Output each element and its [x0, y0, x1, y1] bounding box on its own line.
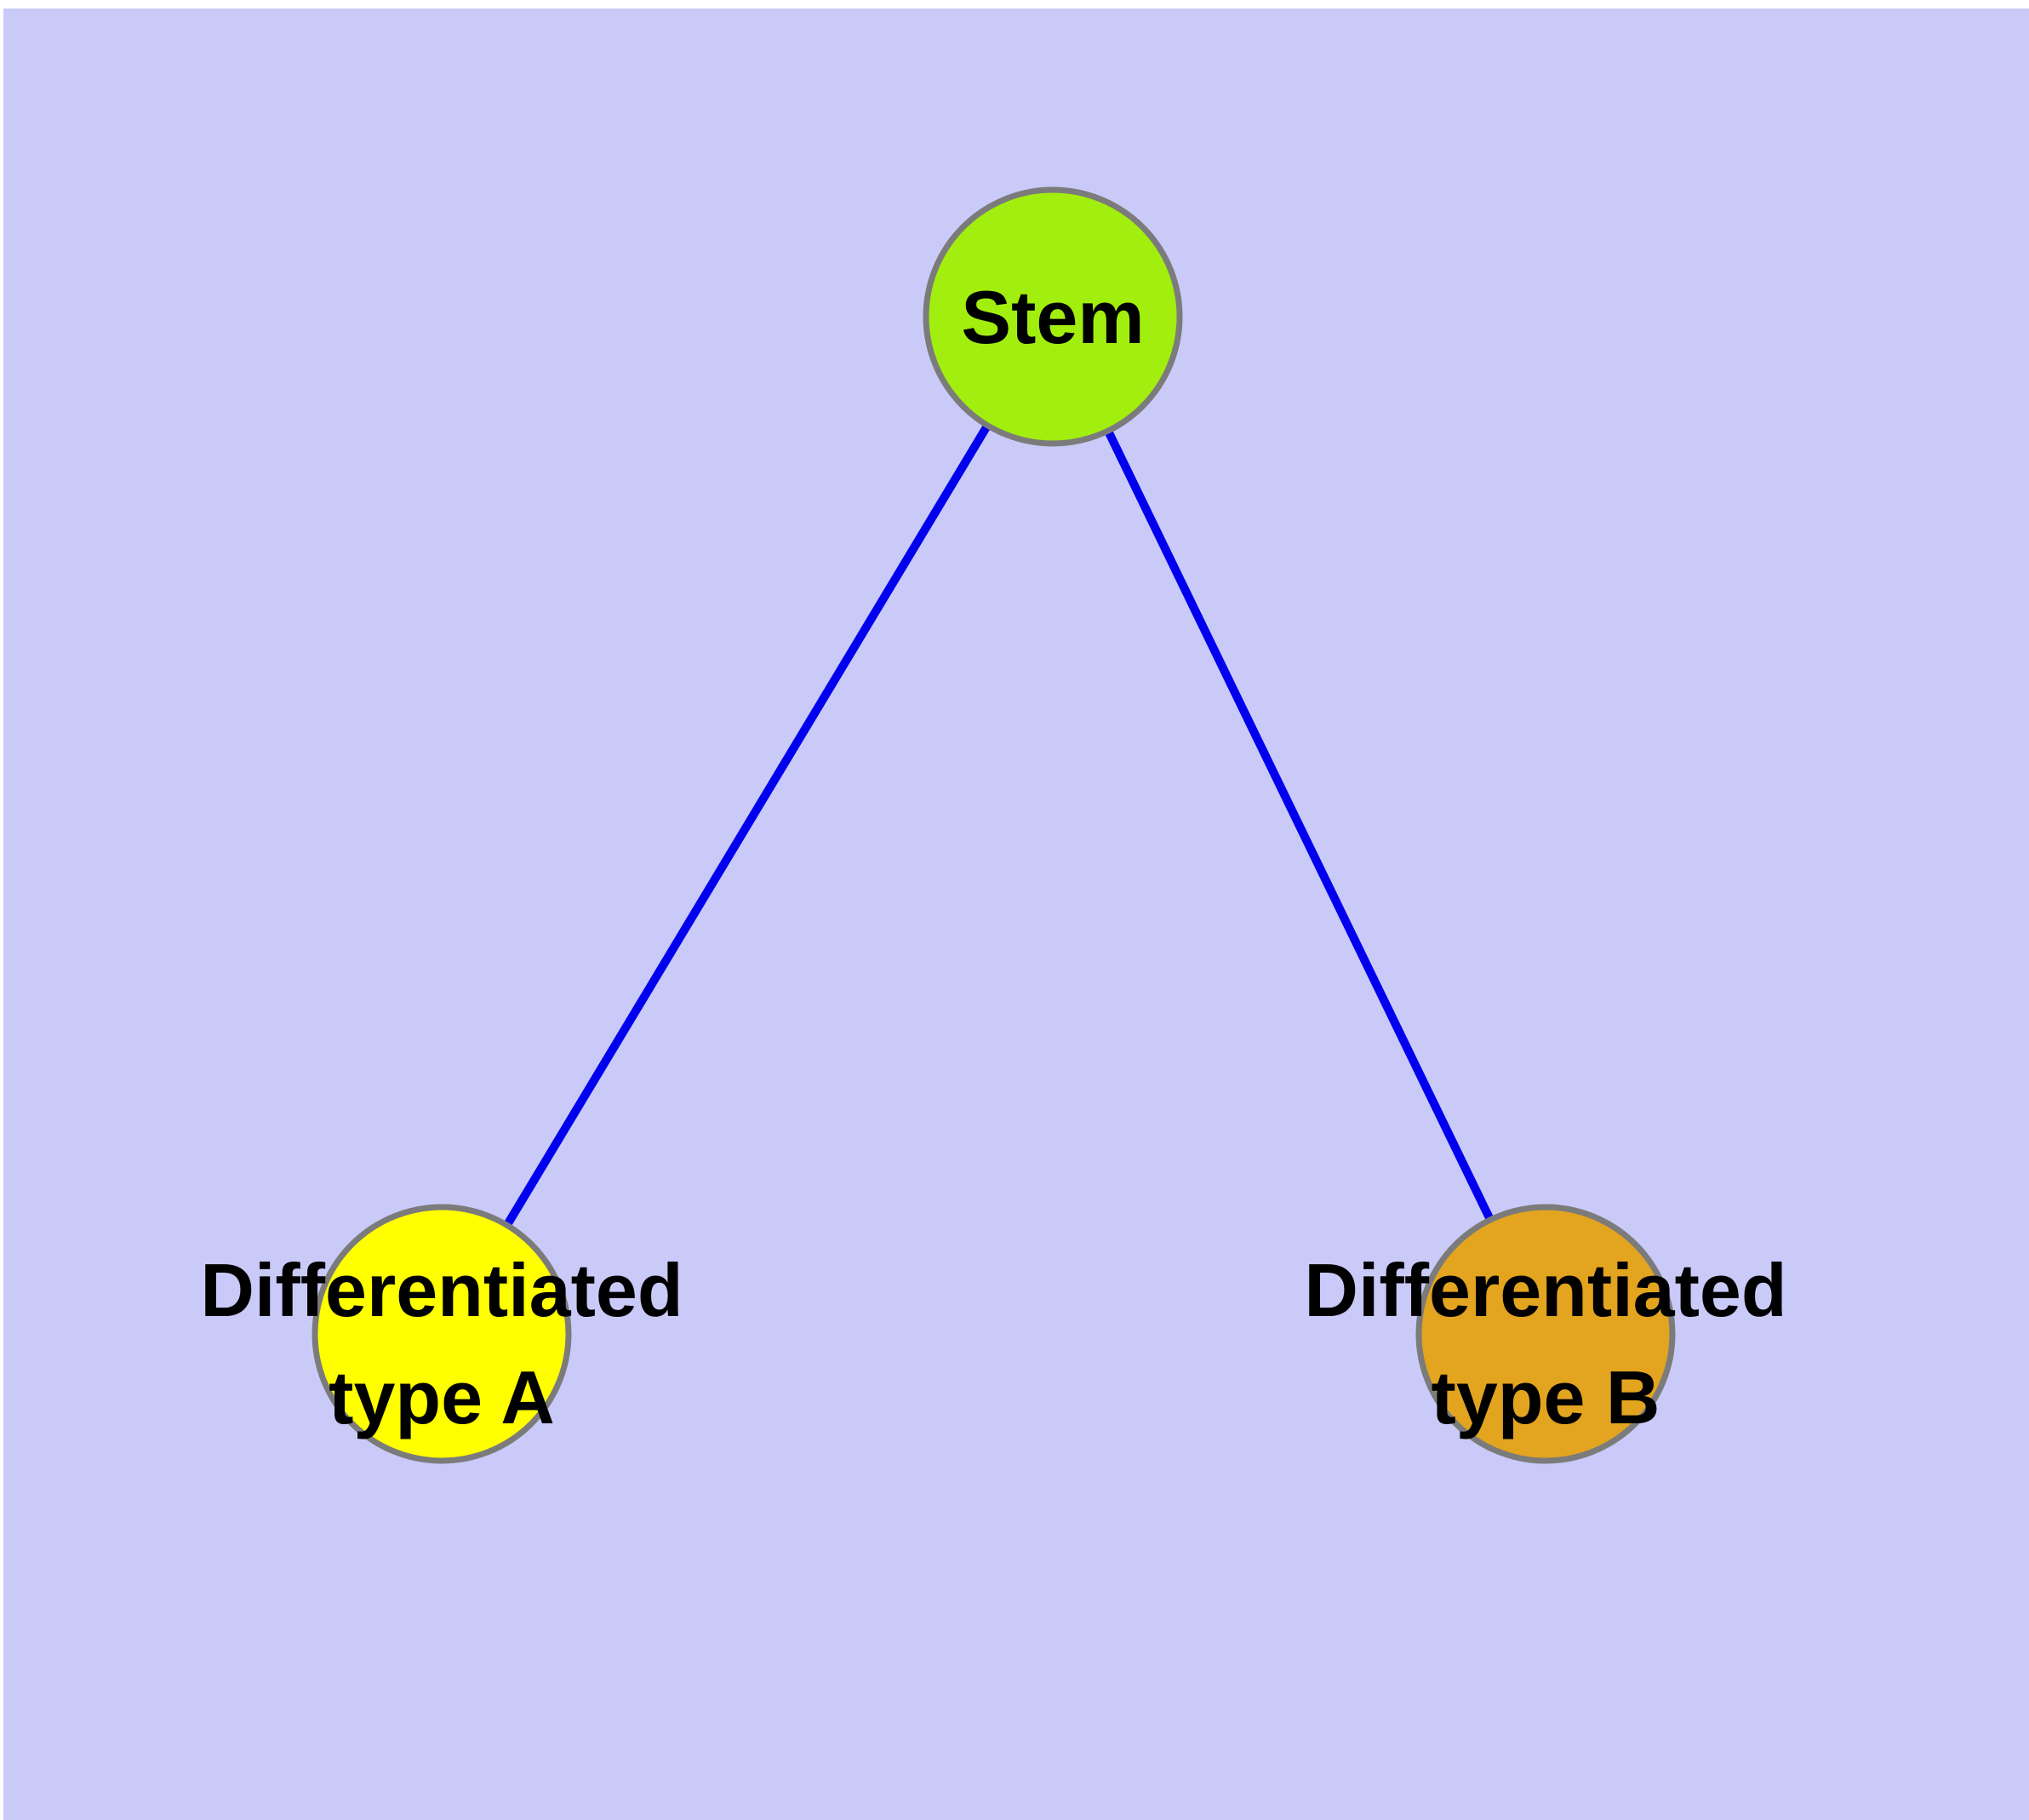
node-differentiated-type-b [1415, 1204, 1676, 1464]
edge-stem-to-type-a [437, 314, 1057, 1336]
node-type-a-label-line2: type A [329, 1355, 555, 1439]
node-stem [923, 186, 1183, 447]
node-type-b-label-line2: type B [1432, 1355, 1660, 1439]
node-differentiated-type-a [311, 1204, 572, 1464]
node-type-b-label-line1: Differentiated [1304, 1248, 1786, 1332]
node-type-a-label-line1: Differentiated [200, 1248, 683, 1332]
node-stem-label: Stem [961, 275, 1144, 359]
edge-stem-to-type-b [1049, 314, 1550, 1336]
